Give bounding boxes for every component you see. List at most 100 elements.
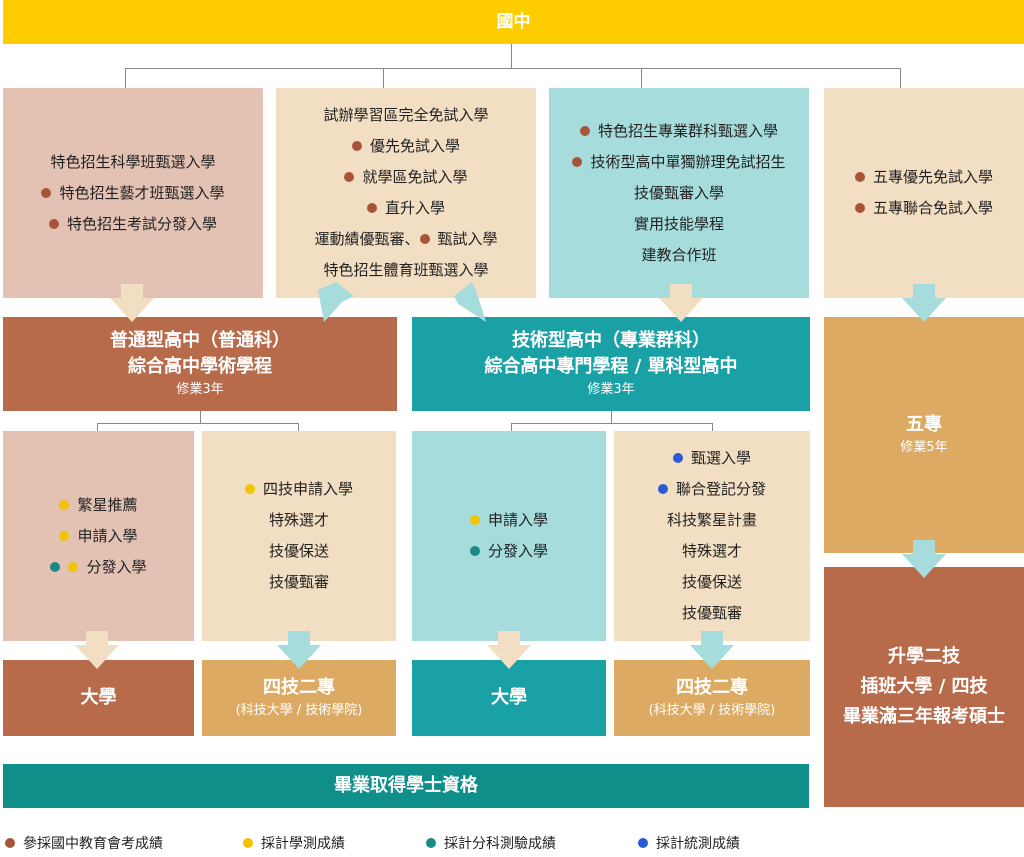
technical-connector-horizontal bbox=[511, 423, 713, 424]
general-high-line1: 普通型高中（普通科） bbox=[110, 330, 290, 351]
admission-method: 直升入學 bbox=[314, 193, 497, 224]
connector-col2 bbox=[383, 68, 384, 88]
line-text: 特色招生藝才班甄選入學 bbox=[59, 183, 225, 202]
dot-brown bbox=[344, 172, 355, 182]
legend-item-gsat: 採計學測成績 bbox=[243, 834, 345, 854]
admission-method: 特色招生考試分發入學 bbox=[41, 209, 224, 240]
junior-high-title: 國中 bbox=[496, 12, 531, 32]
destination-tech-2: 四技二專 (科技大學 / 技術學院) bbox=[614, 660, 810, 736]
route-method: 技優保送 bbox=[658, 567, 766, 598]
legend-item-subject: 採計分科測驗成績 bbox=[426, 834, 556, 854]
route-method: 申請入學 bbox=[50, 521, 146, 552]
line-text: 特色招生專業群科甄選入學 bbox=[597, 121, 778, 140]
line-text: 聯合登記分發 bbox=[675, 480, 766, 498]
admission-method: 實用技能學程 bbox=[572, 209, 785, 240]
destination-tech-1-title: 四技二專 bbox=[263, 677, 335, 698]
technical-connector-right bbox=[712, 423, 713, 431]
route-lines-general-tech: 四技申請入學特殊選才技優保送技優甄審 bbox=[244, 474, 353, 598]
route-method: 四技申請入學 bbox=[244, 474, 353, 505]
route-method: 技優保送 bbox=[245, 536, 353, 567]
junior-high-header: 國中 bbox=[3, 0, 1024, 44]
admission-method: 就學區免試入學 bbox=[314, 162, 497, 193]
dot-teal bbox=[50, 561, 61, 572]
general-high-line2: 綜合高中學術學程 bbox=[128, 356, 272, 377]
line-text: 特色招生體育班甄選入學 bbox=[323, 261, 489, 279]
dot-brown bbox=[351, 141, 362, 151]
route-lines-tech-tech: 甄選入學聯合登記分發科技繁星計畫特殊選才技優保送技優甄審 bbox=[657, 443, 766, 629]
dot-brown bbox=[366, 203, 377, 213]
line-text: 科技繁星計畫 bbox=[666, 511, 757, 529]
route-method: 科技繁星計畫 bbox=[658, 505, 766, 536]
further-study-line2: 插班大學 / 四技 bbox=[860, 676, 988, 697]
route-method: 技優甄審 bbox=[658, 598, 766, 629]
legend-item-exam: 參採國中教育會考成績 bbox=[5, 834, 163, 854]
admission-method: 技術型高中單獨辦理免試招生 bbox=[572, 147, 786, 178]
line-text: 技優甄審 bbox=[681, 604, 742, 622]
route-lines-general-university: 繁星推薦申請入學分發入學 bbox=[50, 490, 147, 583]
bachelor-degree-bar: 畢業取得學士資格 bbox=[3, 764, 809, 808]
route-box-general-university: 繁星推薦申請入學分發入學 bbox=[3, 431, 194, 641]
legend-label-tvut: 採計統測成績 bbox=[656, 836, 740, 852]
technical-high-duration: 修業3年 bbox=[587, 382, 635, 397]
admission-lines-col1: 特色招生科學班甄選入學特色招生藝才班甄選入學特色招生考試分發入學 bbox=[41, 147, 225, 240]
line-text: 分發入學 bbox=[487, 542, 548, 560]
header-connector-vertical bbox=[511, 44, 512, 68]
destination-tech-2-sub: (科技大學 / 技術學院) bbox=[648, 703, 776, 718]
legend-dot-yellow bbox=[243, 838, 253, 848]
admission-box-col2: 試辦學習區完全免試入學優先免試入學就學區免試入學直升入學運動績優甄審、甄試入學特… bbox=[276, 88, 536, 298]
line-text: 五專優先免試入學 bbox=[872, 168, 993, 186]
destination-tech-1: 四技二專 (科技大學 / 技術學院) bbox=[202, 660, 396, 736]
admission-method: 運動績優甄審、甄試入學 bbox=[314, 224, 497, 255]
admission-lines-col2: 試辦學習區完全免試入學優先免試入學就學區免試入學直升入學運動績優甄審、甄試入學特… bbox=[314, 100, 497, 286]
admission-method: 技優甄審入學 bbox=[572, 178, 785, 209]
line-text: 特色招生考試分發入學 bbox=[66, 214, 217, 233]
header-connector-horizontal bbox=[125, 68, 901, 69]
dot-brown bbox=[419, 234, 430, 244]
line-text: 四技申請入學 bbox=[262, 480, 353, 498]
admission-method: 五專聯合免試入學 bbox=[854, 193, 993, 224]
line-text: 五專聯合免試入學 bbox=[872, 199, 993, 217]
dot-yellow bbox=[68, 561, 79, 572]
line-text: 技優甄審 bbox=[268, 573, 329, 591]
dot-yellow bbox=[59, 530, 70, 541]
technical-connector-left bbox=[511, 423, 512, 431]
bachelor-degree-title: 畢業取得學士資格 bbox=[334, 775, 478, 796]
route-method: 特殊選才 bbox=[245, 505, 353, 536]
destination-tech-1-sub: (科技大學 / 技術學院) bbox=[235, 703, 363, 718]
route-method: 繁星推薦 bbox=[50, 490, 146, 521]
technical-high-school-box: 技術型高中（專業群科） 綜合高中專門學程 / 單科型高中 修業3年 bbox=[412, 317, 810, 411]
connector-col3 bbox=[641, 68, 642, 88]
further-study-line3: 畢業滿三年報考碩士 bbox=[843, 706, 1005, 727]
line-text: 申請入學 bbox=[77, 526, 138, 545]
dot-blue bbox=[672, 453, 683, 463]
dot-brown bbox=[854, 203, 865, 213]
dot-yellow bbox=[59, 499, 70, 510]
line-text: 申請入學 bbox=[487, 511, 548, 529]
admission-lines-col4: 五專優先免試入學五專聯合免試入學 bbox=[854, 162, 993, 224]
admission-method: 特色招生科學班甄選入學 bbox=[41, 147, 224, 178]
legend-dot-brown bbox=[5, 838, 15, 848]
legend-label-subject: 採計分科測驗成績 bbox=[444, 836, 556, 852]
dot-brown bbox=[48, 218, 59, 229]
dot-yellow bbox=[244, 484, 255, 494]
line-text: 特殊選才 bbox=[681, 542, 742, 560]
route-box-tech-university: 申請入學分發入學 bbox=[412, 431, 606, 641]
dot-brown bbox=[41, 187, 52, 198]
line-text: 建教合作班 bbox=[641, 245, 717, 264]
dot-yellow bbox=[469, 515, 480, 525]
line-text: 技優甄審入學 bbox=[633, 183, 724, 202]
route-method: 分發入學 bbox=[469, 536, 548, 567]
general-high-school-box: 普通型高中（普通科） 綜合高中學術學程 修業3年 bbox=[3, 317, 397, 411]
junior-college-box: 五專 修業5年 bbox=[824, 317, 1024, 553]
general-connector-right bbox=[298, 423, 299, 431]
destination-university-1-title: 大學 bbox=[80, 687, 117, 708]
route-method: 甄選入學 bbox=[658, 443, 766, 474]
admission-box-col4: 五專優先免試入學五專聯合免試入學 bbox=[824, 88, 1024, 298]
further-study-line1: 升學二技 bbox=[888, 646, 960, 667]
connector-col1 bbox=[125, 68, 126, 88]
line-text: 技術型高中單獨辦理免試招生 bbox=[590, 152, 786, 171]
line-text: 甄選入學 bbox=[690, 449, 751, 467]
line-text: 特色招生科學班甄選入學 bbox=[50, 152, 216, 171]
destination-university-2: 大學 bbox=[412, 660, 606, 736]
dot-brown bbox=[572, 156, 583, 167]
